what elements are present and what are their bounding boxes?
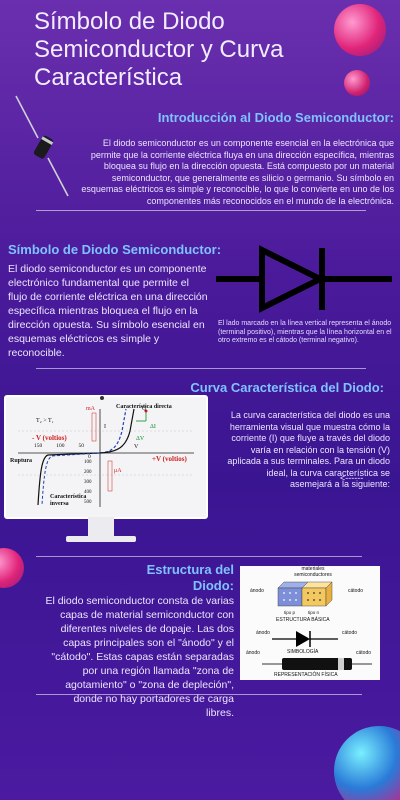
graph-x-tick: 150 [34, 443, 43, 449]
graph-y-tick: 200 [84, 470, 92, 475]
diagram-label-representacion: REPRESENTACIÓN FÍSICA [274, 672, 338, 678]
graph-label-rupture: Ruptura [10, 458, 33, 464]
diagram-diode-symbol [272, 631, 338, 647]
curve-arrow-text: <------ [340, 473, 364, 483]
monitor-stand-base [66, 536, 136, 542]
decorative-sphere-bottom-right [334, 726, 400, 800]
graph-label-i: I [104, 424, 106, 430]
diagram-label-simbologia: SIMBOLOGÍA [287, 649, 319, 655]
structure-heading-line2: Diodo: [192, 578, 234, 593]
graph-label-ma: mA [86, 406, 95, 412]
pn-block-diagram [277, 581, 333, 607]
graph-label-di: ΔI [150, 424, 156, 430]
graph-x-ticks: 150 100 50 [34, 443, 84, 449]
diagram-label-anodo-3: ánodo [246, 650, 260, 656]
symbol-body: El diodo semiconductor es un componente … [8, 263, 208, 359]
page-title: Símbolo de Diodo Semiconductor y Curva C… [34, 8, 284, 91]
diagram-label-anodo-2: ánodo [256, 630, 270, 636]
graph-label-ua: μA [114, 468, 122, 474]
structure-body: El diodo semiconductor consta de varias … [45, 595, 234, 719]
intro-heading: Introducción al Diodo Semiconductor: [157, 110, 394, 125]
diagram-label-tipo-n: tipo n [308, 610, 320, 615]
graph-y-tick: 100 [84, 460, 92, 465]
diagram-label-catodo-3: cátodo [356, 650, 372, 656]
diagram-label-catodo-1: cátodo [348, 588, 364, 594]
diagram-physical-diode [262, 658, 372, 670]
monitor-camera-dot [100, 396, 104, 400]
graph-label-zero: 0 [88, 454, 91, 460]
graph-x-tick: 100 [56, 443, 65, 449]
divider-4 [36, 694, 362, 695]
diagram-label-materials: materiales semiconductores [294, 566, 332, 578]
curve-body: La curva característica del diodo es una… [227, 410, 390, 489]
divider-3 [36, 556, 362, 557]
graph-label-t: T₂ > T₁ [36, 418, 54, 424]
graph-y-tick: 300 [84, 480, 92, 485]
graph-label-v-neg: - V (voltios) [32, 434, 67, 442]
graph-label-dv: ΔV [136, 436, 145, 442]
decorative-sphere-top-right [334, 4, 386, 56]
diagram-label-catodo-2: cátodo [342, 630, 358, 636]
structure-heading-line1: Estructura del [146, 562, 234, 577]
decorative-sphere-mid-left [0, 548, 24, 588]
intro-body: El diodo semiconductor es un componente … [81, 138, 394, 206]
graph-label-inverse: Característica inversa [50, 494, 87, 507]
graph-label-v: V [134, 444, 139, 450]
curve-heading: Curva Característica del Diodo: [190, 380, 384, 395]
graph-label-v-pos: +V (voltios) [152, 455, 187, 463]
graph-label-direct: Característica directa [116, 404, 172, 410]
graph-y-tick: 400 [84, 490, 92, 495]
symbol-heading: Símbolo de Diodo Semiconductor: [8, 242, 222, 257]
diagram-label-estructura: ESTRUCTURA BÁSICA [276, 617, 330, 623]
decorative-sphere-small [344, 70, 370, 96]
diode-symbol-icon [216, 245, 392, 313]
divider-1 [36, 210, 366, 211]
diode-photo-illustration [15, 95, 69, 197]
symbol-caption: El lado marcado en la línea vertical rep… [218, 320, 392, 344]
divider-2 [36, 368, 366, 369]
diagram-label-anodo-1: ánodo [250, 588, 264, 594]
diagram-label-tipo-p: tipo p [284, 610, 296, 615]
iv-curve-graph [18, 408, 194, 507]
graph-y-tick: 500 [84, 500, 92, 505]
graph-x-tick: 50 [78, 443, 85, 449]
monitor-stand-neck [88, 517, 114, 537]
graph-y-ticks: 100 200 300 400 500 [84, 460, 92, 506]
graph-label-q: Q [142, 406, 147, 412]
